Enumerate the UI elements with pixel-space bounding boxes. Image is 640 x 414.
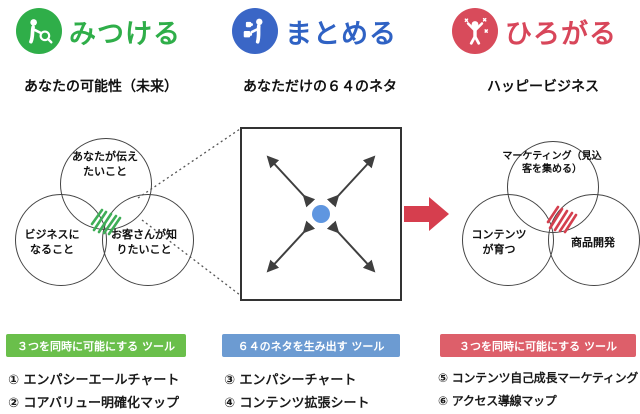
- find-title: みつける: [69, 18, 181, 50]
- tool-item-2: ② コアバリュー明確化マップ: [8, 396, 180, 411]
- tool-item-6: ⑥ アクセス導線マップ: [438, 394, 557, 408]
- spread-subtitle: ハッピービジネス: [487, 79, 599, 95]
- spread-venn-label-left: コンテンツが育つ: [471, 228, 527, 256]
- spread-venn-label-right: 商品開発: [571, 236, 615, 249]
- spread-venn-label-top: マーケティング（見込客を集める）: [502, 151, 602, 175]
- find-venn-label-left: ビジネスになること: [24, 228, 80, 256]
- green-scribble: [90, 208, 122, 236]
- find-header: みつける: [16, 8, 181, 54]
- gather-tool-header: ６４のネタを生み出す ツール: [222, 334, 400, 357]
- search-person-icon: [16, 8, 62, 54]
- search-person-glyph: [29, 19, 53, 44]
- expansion-arrows: [266, 155, 376, 273]
- cheering-person-glyph: [464, 17, 489, 45]
- cheering-person-icon: [452, 8, 498, 54]
- gather-header: まとめる: [232, 8, 397, 54]
- find-venn-label-top: あなたが伝えたいこと: [72, 150, 138, 178]
- puzzle-person-icon: [232, 8, 278, 54]
- tool-item-1: ① エンパシーエールチャート: [8, 373, 180, 388]
- spread-title: ひろがる: [505, 18, 617, 50]
- tool-item-4: ④ コンテンツ拡張シート: [224, 396, 370, 411]
- find-subtitle: あなたの可能性（未来）: [24, 79, 178, 95]
- puzzle-person-glyph: [243, 18, 263, 44]
- red-flow-arrow: [404, 197, 449, 231]
- gather-title: まとめる: [285, 18, 397, 50]
- red-scribble: [546, 205, 578, 234]
- tool-item-5: ⑤ コンテンツ自己成長マーケティング: [438, 371, 638, 385]
- tool-item-3: ③ エンパシーチャート: [224, 373, 357, 388]
- spread-header: ひろがる: [452, 8, 617, 54]
- center-dot: [312, 205, 330, 223]
- expansion-grid-box: [240, 127, 402, 301]
- find-tool-header: ３つを同時に可能にする ツール: [6, 334, 186, 357]
- spread-tool-header: ３つを同時に可能にする ツール: [440, 334, 636, 357]
- gather-subtitle: あなただけの６４のネタ: [243, 79, 397, 95]
- dotted-callout-top: [137, 128, 241, 199]
